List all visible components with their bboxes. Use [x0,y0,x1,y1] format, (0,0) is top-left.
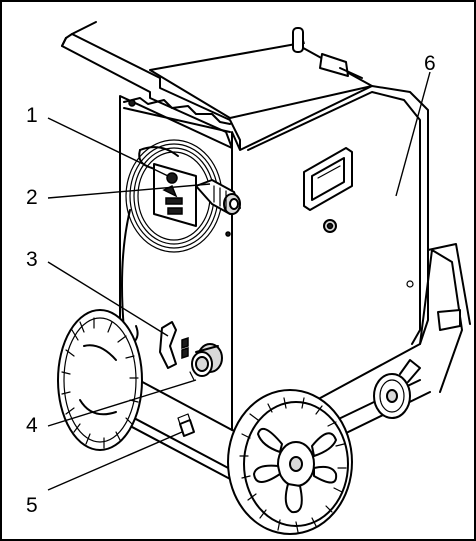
rear-caster-wheel [373,359,421,419]
front-wheel [227,389,353,535]
main-switch-plate [138,146,197,227]
left-wheel [57,309,143,451]
leader-5 [47,431,183,491]
leader-3 [47,261,169,337]
leader-lines [47,71,431,491]
drain-plug [177,413,195,437]
leader-6 [395,71,431,197]
callout-5: 5 [26,494,38,517]
callout-1: 1 [26,104,38,127]
callout-6: 6 [424,52,436,75]
water-inlet-coupling [189,343,223,381]
panel-screw [225,231,231,237]
callout-4: 4 [26,414,38,437]
power-connector [195,179,241,215]
leader-4 [47,379,197,427]
leader-2 [47,183,211,199]
callout-3: 3 [26,248,38,271]
leader-1 [47,117,169,177]
machine-top-housing [149,27,373,119]
callout-2: 2 [26,186,38,209]
